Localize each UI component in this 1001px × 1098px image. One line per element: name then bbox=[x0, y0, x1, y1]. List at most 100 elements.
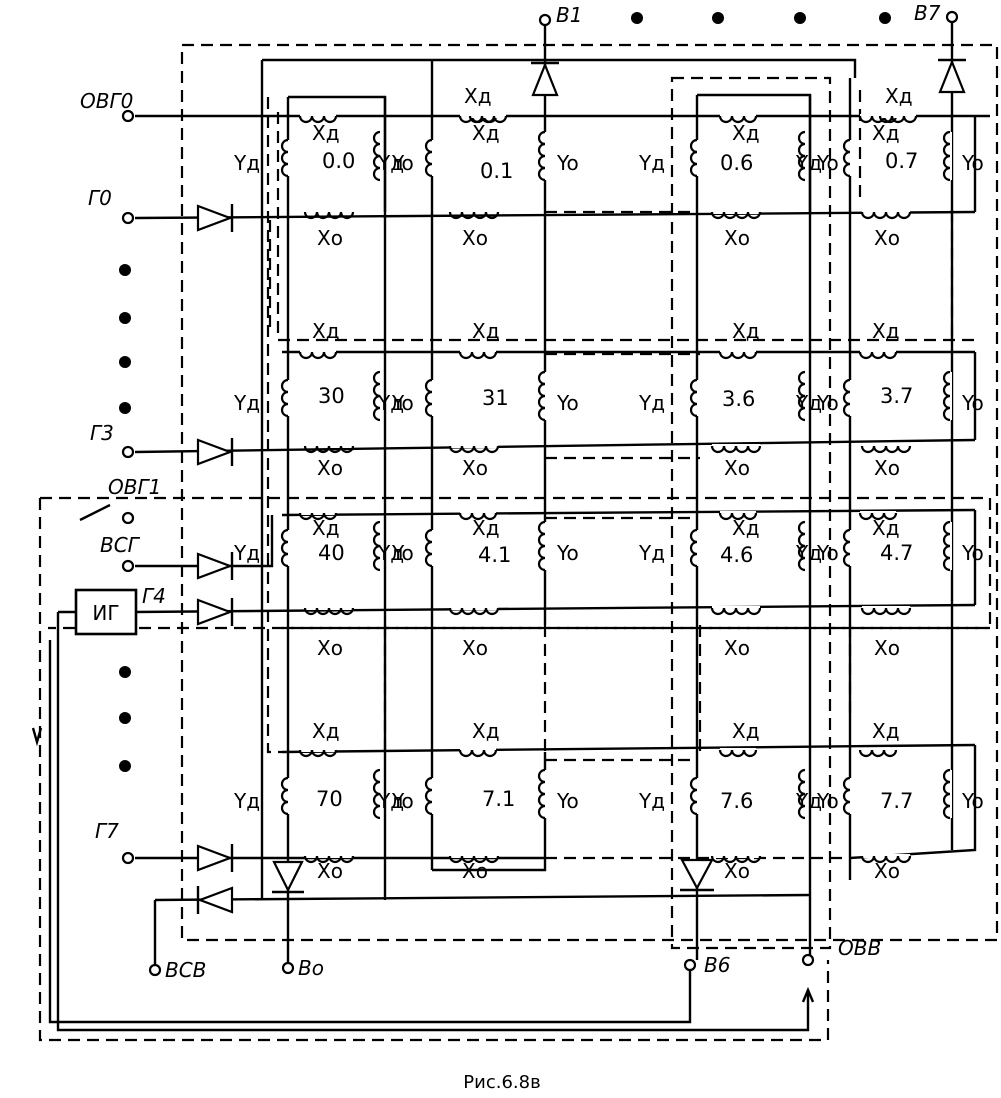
row-terminal-labels: ОВГ0 Г0 Г3 ОВГ1 ВСГ Г4 Г7 bbox=[80, 89, 166, 843]
cell-7-6: 7.6 bbox=[720, 789, 753, 813]
coil-xo-r1-c3 bbox=[860, 445, 912, 454]
coil-yd-r1-c3 bbox=[842, 378, 851, 418]
label-xo-r2-c2: Xo bbox=[724, 636, 750, 660]
coil-yd-r3-c3 bbox=[842, 776, 851, 816]
label-xo-r0-c0: Xo bbox=[317, 226, 343, 250]
coil-xd-top-b1 bbox=[468, 115, 508, 124]
label-xd-r3-c0: Xд bbox=[312, 719, 340, 743]
label-xd-r2-c2: Xд bbox=[732, 516, 760, 540]
coil-xo-r1-c2 bbox=[710, 445, 762, 454]
label-xo-r3-c2: Xo bbox=[724, 859, 750, 883]
coil-xo-r3-c2 bbox=[710, 855, 762, 864]
coil-xd-r3-c3 bbox=[858, 749, 898, 758]
diode-b1 bbox=[531, 61, 559, 97]
label-xo-r3-c3: Xo bbox=[874, 859, 900, 883]
label-yo-r2-c2: Yo bbox=[816, 541, 839, 565]
label-yd-r0-c3: Yд bbox=[795, 151, 822, 175]
label-yo-r0-c3: Yo bbox=[961, 151, 984, 175]
coil-xo-r0-c0 bbox=[303, 211, 355, 220]
label-xo-r0-c3: Xo bbox=[874, 226, 900, 250]
coil-xo-r0-c3 bbox=[860, 211, 912, 220]
label-yo-r3-c1: Yo bbox=[556, 789, 579, 813]
generator-label: ИГ bbox=[92, 601, 119, 625]
label-vsv: ВСВ bbox=[165, 958, 206, 982]
coil-yd-r2-c2 bbox=[689, 528, 698, 568]
coil-yo-r2-c2 bbox=[797, 520, 806, 572]
cell-0-1: 0.1 bbox=[480, 159, 513, 183]
diode-vsv bbox=[196, 886, 234, 914]
label-yo-r2-c0: Yo bbox=[391, 541, 414, 565]
coil-yo-r2-c1 bbox=[537, 520, 546, 572]
label-yo-r0-c1: Yo bbox=[556, 151, 579, 175]
label-yo-r1-c2: Yo bbox=[816, 391, 839, 415]
coil-yd-r1-c1 bbox=[424, 378, 433, 418]
coil-xo-r2-c3 bbox=[860, 607, 912, 616]
label-xo-r3-c1: Xo bbox=[462, 859, 488, 883]
diode-g4 bbox=[196, 598, 234, 626]
coil-yo-r2-c0 bbox=[372, 520, 381, 572]
coil-xd-top-b7 bbox=[878, 115, 918, 124]
label-g4: Г4 bbox=[142, 584, 166, 608]
ellipsis-dots bbox=[119, 12, 891, 772]
label-xo-r1-c1: Xo bbox=[462, 456, 488, 480]
cell-4-7: 4.7 bbox=[880, 541, 913, 565]
label-xd-r3-c3: Xд bbox=[872, 719, 900, 743]
terminals bbox=[79, 10, 959, 977]
label-xo-r2-c0: Xo bbox=[317, 636, 343, 660]
label-yd-r3-c3: Yд bbox=[795, 789, 822, 813]
coil-xd-r1-c2 bbox=[718, 351, 758, 360]
label-b6: B6 bbox=[704, 953, 730, 977]
label-g0: Г0 bbox=[88, 186, 112, 210]
label-yo-r2-c1: Yo bbox=[556, 541, 579, 565]
coil-xd-r0-c2 bbox=[718, 115, 758, 124]
label-yo-r0-c2: Yo bbox=[816, 151, 839, 175]
label-ovg1: ОВГ1 bbox=[108, 475, 161, 499]
label-yo-r1-c0: Yo bbox=[391, 391, 414, 415]
label-yd-r3-c2: Yд bbox=[638, 789, 665, 813]
label-xo-r1-c2: Xo bbox=[724, 456, 750, 480]
coil-xd-r1-c1 bbox=[458, 351, 498, 360]
coil-xd-r0-c3 bbox=[858, 115, 898, 124]
label-yd-r0-c1: Yд bbox=[377, 151, 404, 175]
label-yd-r0-c0: Yд bbox=[233, 151, 260, 175]
label-yd-r1-c3: Yд bbox=[795, 391, 822, 415]
coil-yd-r3-c2 bbox=[689, 776, 698, 816]
coil-xd-r2-c3 bbox=[858, 512, 898, 521]
coil-yo-r0-c2 bbox=[797, 130, 806, 182]
coil-yo-r1-c1 bbox=[537, 370, 546, 422]
coil-yd-r2-c3 bbox=[842, 528, 851, 568]
label-xd-top-b1: Xд bbox=[464, 84, 492, 108]
label-g3: Г3 bbox=[90, 421, 114, 445]
cell-0-0: 0.0 bbox=[322, 149, 355, 173]
label-yo-r1-c1: Yo bbox=[556, 391, 579, 415]
label-xd-r3-c2: Xд bbox=[732, 719, 760, 743]
diodes bbox=[196, 58, 966, 914]
diode-b7 bbox=[938, 58, 966, 94]
cell-3-1: 31 bbox=[482, 386, 509, 410]
diode-g0 bbox=[196, 204, 234, 232]
label-ovv: ОВВ bbox=[838, 936, 881, 960]
label-xd-r2-c0: Xд bbox=[312, 516, 340, 540]
label-xo-r2-c3: Xo bbox=[874, 636, 900, 660]
cell-3-0: 30 bbox=[318, 384, 345, 408]
label-xd-r2-c3: Xд bbox=[872, 516, 900, 540]
label-b7: B7 bbox=[914, 1, 941, 25]
label-xo-r0-c2: Xo bbox=[724, 226, 750, 250]
label-xo-r0-c1: Xo bbox=[462, 226, 488, 250]
diode-b0 bbox=[272, 860, 304, 894]
label-xd-r0-c0: Xд bbox=[312, 121, 340, 145]
label-yd-r3-c1: Yд bbox=[377, 789, 404, 813]
coil-yd-r3-c0 bbox=[280, 776, 289, 816]
diode-g7 bbox=[196, 844, 234, 872]
label-yo-r1-c3: Yo bbox=[961, 391, 984, 415]
column-terminal-labels: B1 B7 ВСВ Bo B6 ОВВ bbox=[165, 1, 941, 982]
coil-xo-r1-c0 bbox=[303, 445, 355, 454]
generator-block: ИГ bbox=[74, 588, 138, 636]
label-vsg: ВСГ bbox=[100, 533, 141, 557]
label-g7: Г7 bbox=[95, 819, 119, 843]
coil-xd-r3-c1 bbox=[458, 749, 498, 758]
label-xd-r0-c2: Xд bbox=[732, 121, 760, 145]
coil-yd-r2-c1 bbox=[424, 528, 433, 568]
coil-yd-r0-c0 bbox=[280, 138, 289, 178]
coil-yd-r3-c1 bbox=[424, 776, 433, 816]
